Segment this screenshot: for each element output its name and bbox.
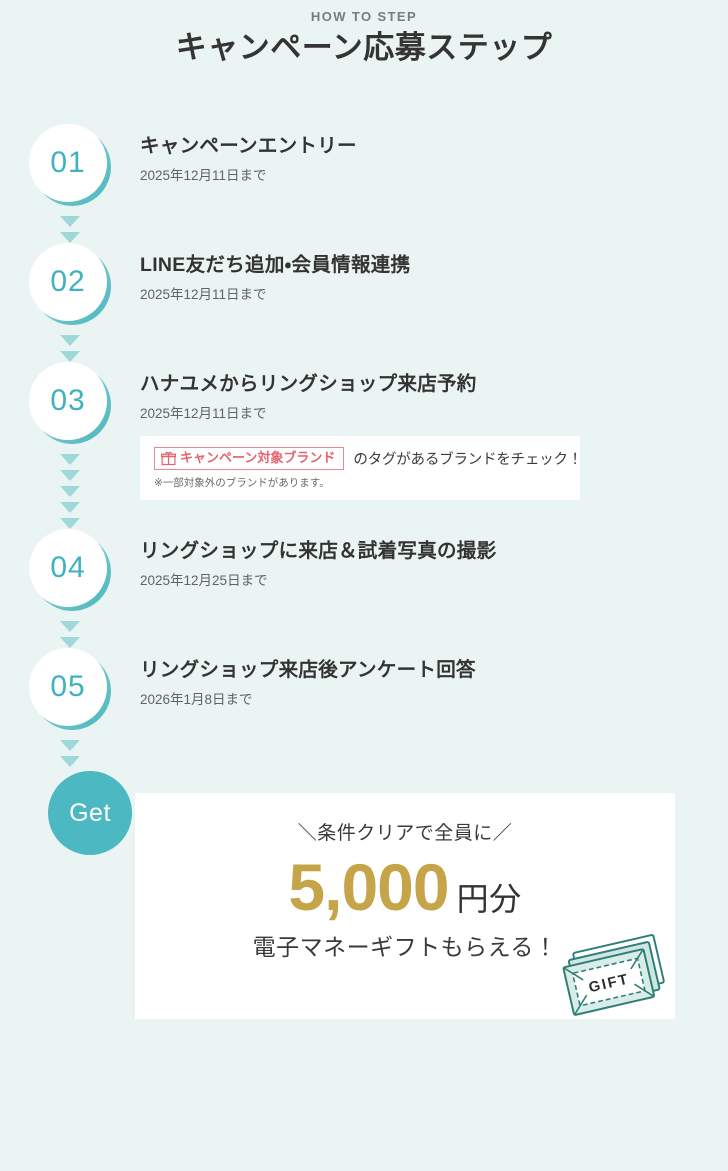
- step-arrows-05: [60, 740, 80, 768]
- step-circle-disc-01: 01: [29, 124, 107, 203]
- chevron-down-icon: [60, 502, 80, 514]
- step-item-02: 02 LINE友だち追加・会員情報連携 2025年12月11日まで: [0, 243, 728, 363]
- header-eyebrow: HOW TO STEP: [310, 9, 418, 24]
- steps-list: 01 キャンペーンエントリー 2025年12月11日まで 02: [0, 124, 728, 768]
- chevron-down-icon: [60, 232, 80, 244]
- step-number-03: 03: [50, 384, 86, 418]
- step-circle-05: 05: [29, 648, 111, 731]
- step-date-02: 2025年12月11日まで: [140, 286, 267, 302]
- campaign-brand-tag-label: キャンペーン対象ブランド: [180, 450, 336, 466]
- step-circle-03: 03: [29, 362, 111, 445]
- chevron-down-icon: [60, 470, 80, 482]
- chevron-down-icon: [60, 216, 80, 228]
- step-title-05: リングショップ来店後アンケート回答: [140, 659, 476, 682]
- step-circle-04: 04: [29, 529, 111, 612]
- page-header: HOW TO STEP キャンペーン応募ステップ: [0, 0, 728, 66]
- chevron-down-icon: [60, 518, 80, 530]
- step-arrows-01: [60, 216, 80, 244]
- step-date-03: 2025年12月11日まで: [140, 405, 267, 421]
- reward-lead-text: ＼条件クリアで全員に／: [297, 823, 513, 845]
- step-body-01: キャンペーンエントリー 2025年12月11日まで: [140, 124, 728, 184]
- step-title-03: ハナユメからリングショップ来店予約: [140, 373, 477, 396]
- page-title: キャンペーン応募ステップ: [175, 30, 553, 65]
- reward-amount-row: 5,000 円分: [135, 854, 675, 920]
- step-item-01: 01 キャンペーンエントリー 2025年12月11日まで: [0, 124, 728, 244]
- reward-amount-unit: 円分: [456, 880, 522, 917]
- step-marker-column-03: 03: [0, 362, 140, 530]
- step-body-05: リングショップ来店後アンケート回答 2026年1月8日まで: [140, 648, 728, 708]
- step-circle-disc-03: 03: [29, 362, 107, 441]
- chevron-down-icon: [60, 740, 80, 752]
- chevron-down-icon: [60, 351, 80, 363]
- campaign-brand-note-box: キャンペーン対象ブランド のタグがあるブランドをチェック！ ※一部対象外のブラン…: [140, 436, 582, 500]
- step-circle-disc-04: 04: [29, 529, 107, 608]
- campaign-brand-note-row: キャンペーン対象ブランド のタグがあるブランドをチェック！: [154, 447, 582, 471]
- reward-content: ＼条件クリアで全員に／ 5,000 円分 電子マネーギフトもらえる！: [135, 793, 675, 961]
- gift-ticket-icon: GIFT: [562, 934, 665, 1016]
- step-date-04: 2025年12月25日まで: [140, 572, 268, 588]
- reward-card: ＼条件クリアで全員に／ 5,000 円分 電子マネーギフトもらえる！ GIFT: [135, 793, 675, 1020]
- get-badge-label: Get: [69, 798, 111, 827]
- chevron-down-icon: [60, 637, 80, 649]
- step-date-01: 2025年12月11日まで: [140, 167, 267, 183]
- step-item-04: 04 リングショップに来店＆試着写真の撮影 2025年12月25日まで: [0, 529, 728, 649]
- step-arrows-03: [60, 454, 80, 530]
- campaign-brand-tag: キャンペーン対象ブランド: [154, 447, 345, 471]
- chevron-down-icon: [60, 756, 80, 768]
- reward-sub-text: 電子マネーギフトもらえる！: [252, 933, 558, 960]
- step-number-04: 04: [50, 551, 86, 585]
- step-marker-column-05: 05: [0, 648, 140, 768]
- chevron-down-icon: [60, 454, 80, 466]
- step-circle-02: 02: [29, 243, 111, 326]
- campaign-brand-note-text: のタグがあるブランドをチェック！: [353, 452, 583, 469]
- campaign-brand-note-sub: ※一部対象外のブランドがあります。: [154, 477, 330, 490]
- step-number-02: 02: [50, 265, 86, 299]
- step-item-03: 03 ハナユメからリングショップ来店予約 2025年12月11日まで: [0, 362, 728, 530]
- step-body-02: LINE友だち追加・会員情報連携 2025年12月11日まで: [140, 243, 728, 303]
- step-title-02: LINE友だち追加・会員情報連携: [140, 254, 411, 277]
- step-date-05: 2026年1月8日まで: [140, 691, 253, 707]
- chevron-down-icon: [60, 335, 80, 347]
- gift-box-icon: [161, 451, 176, 466]
- chevron-down-icon: [60, 621, 80, 633]
- step-circle-01: 01: [29, 124, 111, 207]
- step-arrows-04: [60, 621, 80, 649]
- get-badge: Get: [48, 771, 132, 856]
- step-circle-disc-02: 02: [29, 243, 107, 322]
- step-marker-column-04: 04: [0, 529, 140, 649]
- step-marker-column-01: 01: [0, 124, 140, 244]
- step-body-04: リングショップに来店＆試着写真の撮影 2025年12月25日まで: [140, 529, 728, 589]
- step-number-01: 01: [50, 146, 86, 180]
- step-marker-column-02: 02: [0, 243, 140, 363]
- step-title-04: リングショップに来店＆試着写真の撮影: [140, 540, 497, 563]
- step-circle-disc-05: 05: [29, 648, 107, 727]
- step-arrows-02: [60, 335, 80, 363]
- reward-amount: 5,000: [288, 849, 449, 924]
- step-body-03: ハナユメからリングショップ来店予約 2025年12月11日まで キャンペーン対象…: [140, 362, 728, 500]
- chevron-down-icon: [60, 486, 80, 498]
- step-item-05: 05 リングショップ来店後アンケート回答 2026年1月8日まで: [0, 648, 728, 768]
- step-number-05: 05: [50, 670, 86, 704]
- step-title-01: キャンペーンエントリー: [140, 135, 357, 158]
